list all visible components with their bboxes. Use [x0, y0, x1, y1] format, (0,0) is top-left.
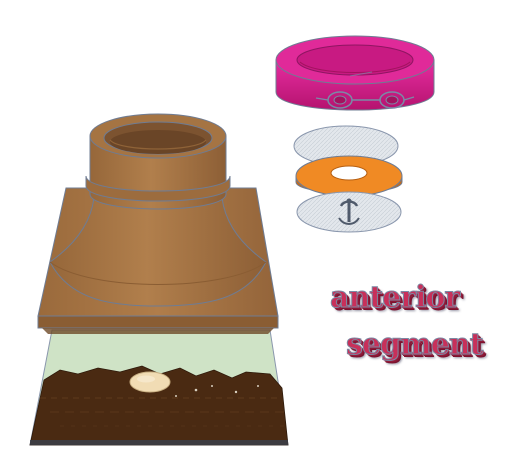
- orange-washer[interactable]: [296, 156, 402, 196]
- clear-disc-bottom[interactable]: [297, 192, 401, 232]
- pebble[interactable]: [130, 372, 170, 392]
- housing-body[interactable]: [38, 114, 278, 334]
- label-segment[interactable]: segment: [346, 327, 482, 362]
- label-anterior[interactable]: anterior: [330, 280, 459, 315]
- magenta-cap[interactable]: [276, 36, 434, 110]
